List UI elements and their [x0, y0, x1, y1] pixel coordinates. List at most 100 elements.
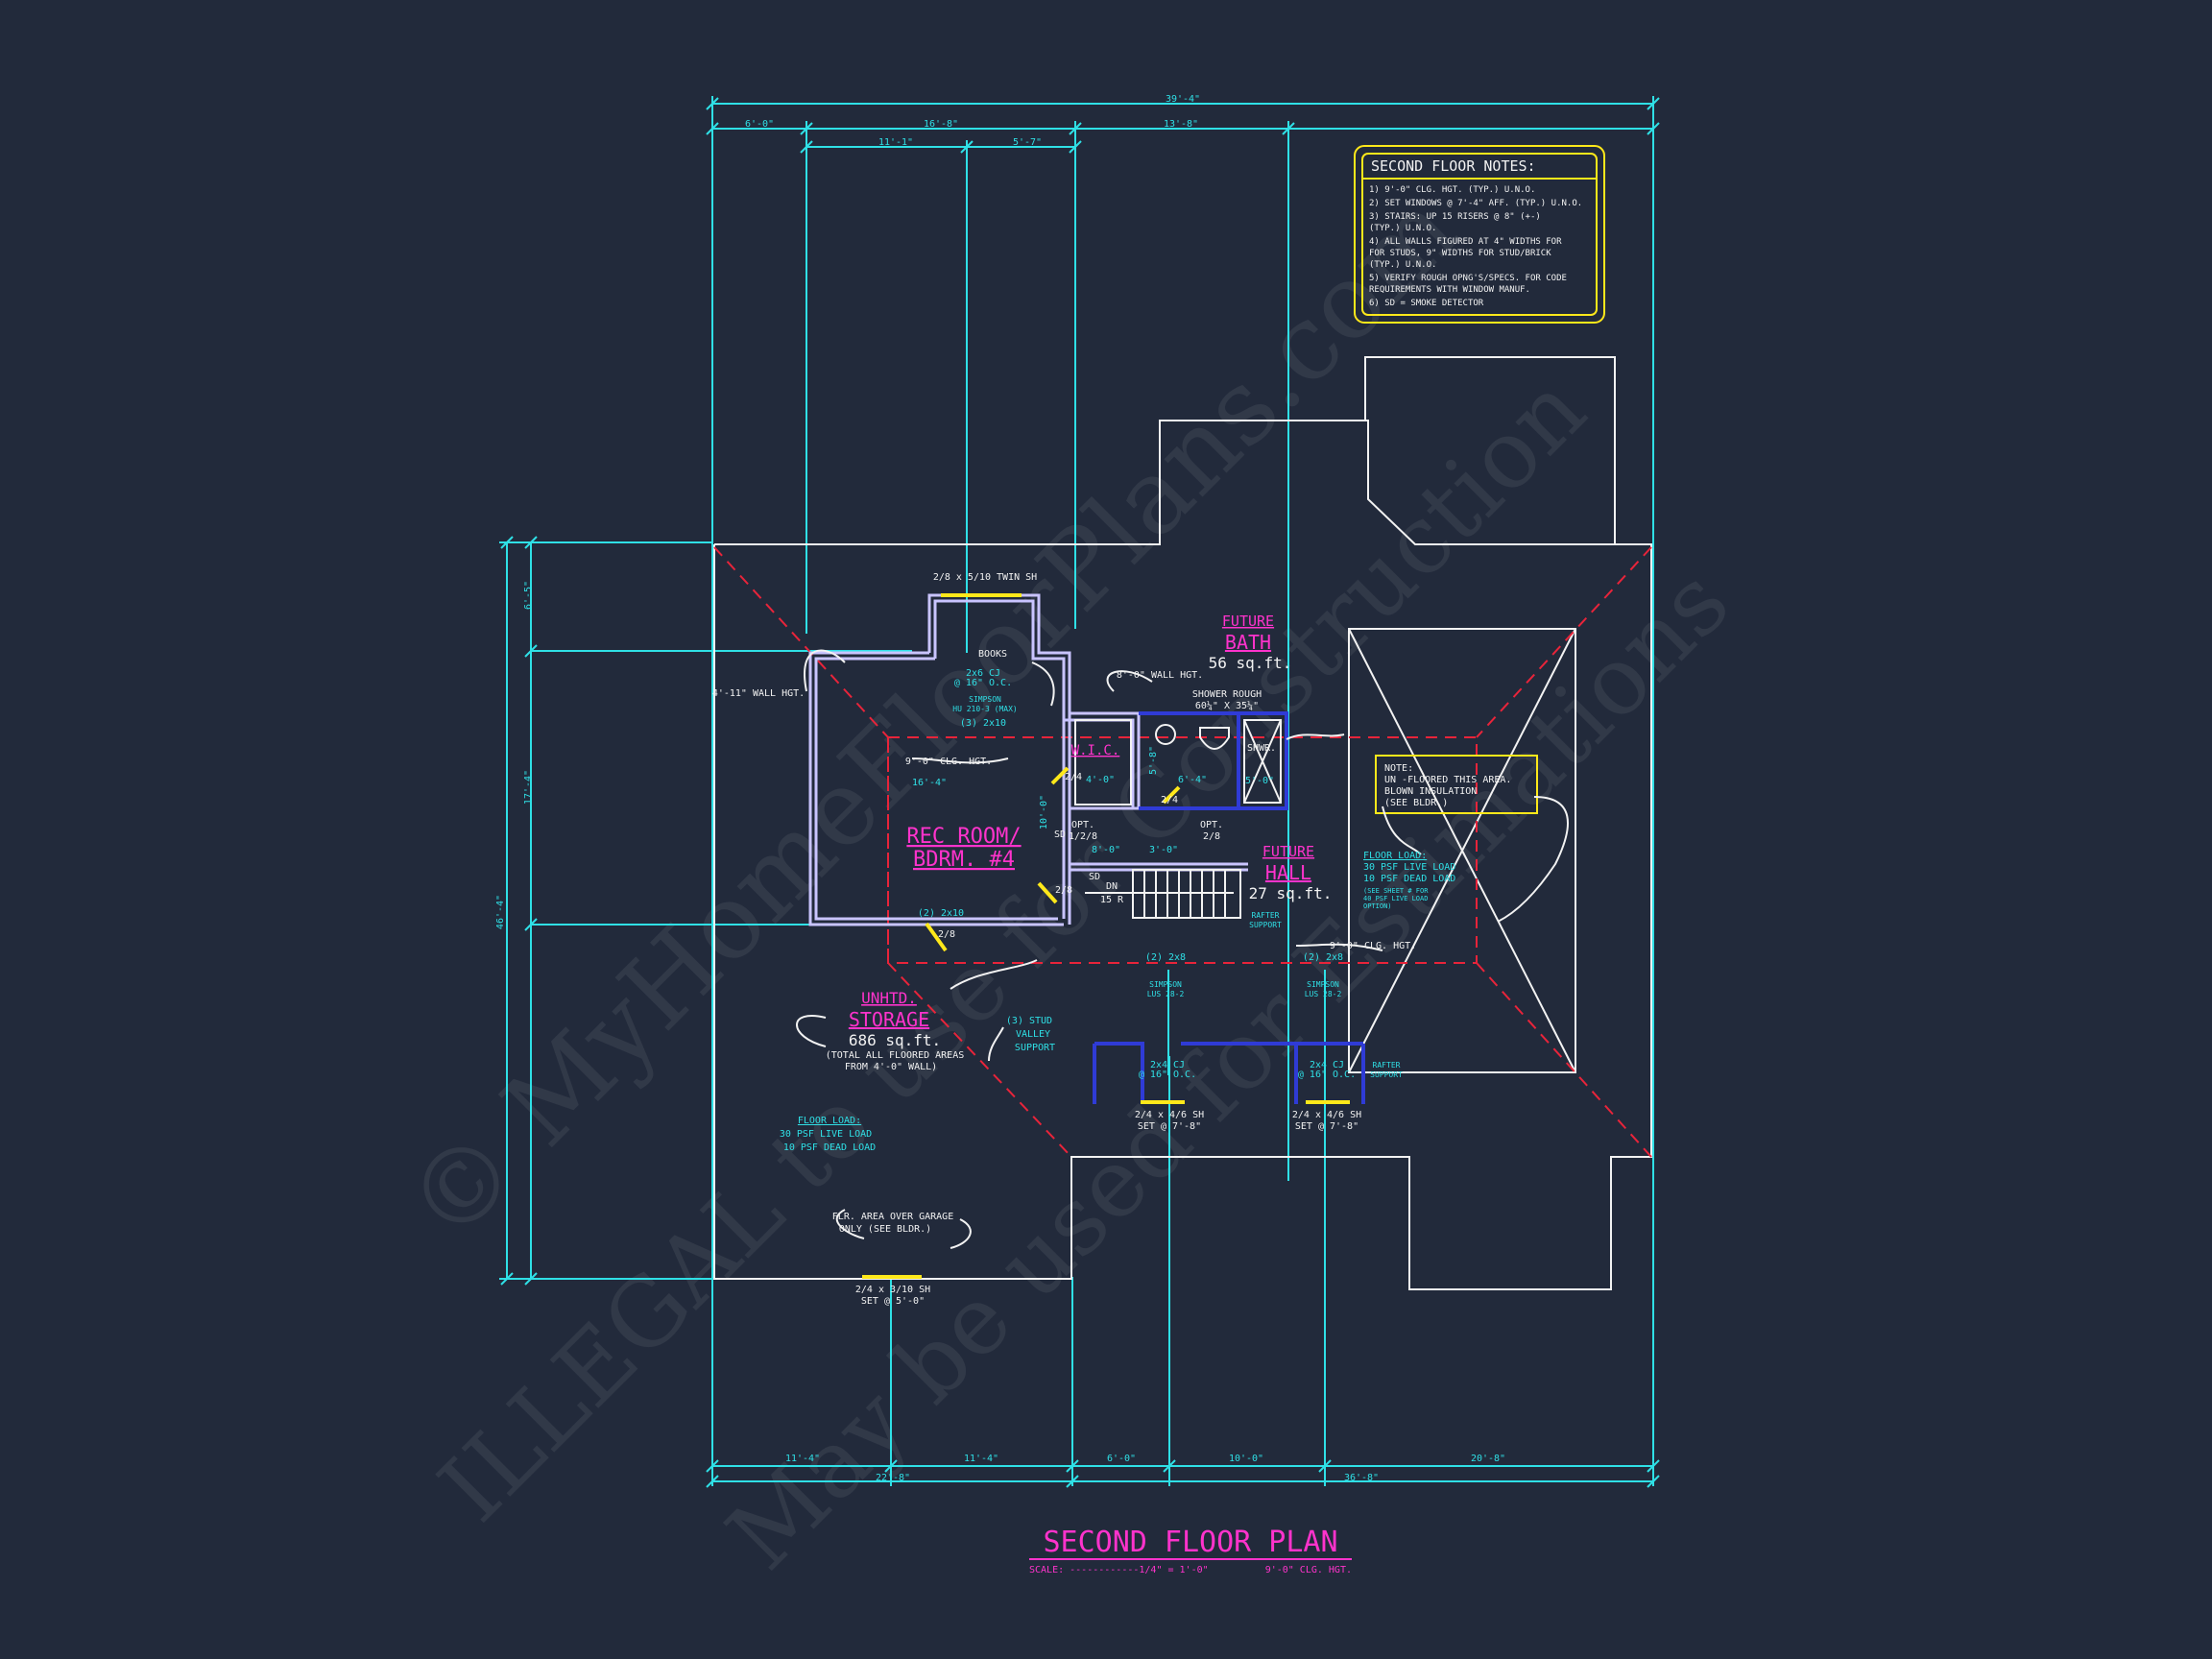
- bath-area: 56 sq.ft.: [1209, 654, 1292, 672]
- title-block: SECOND FLOOR PLAN SCALE: ------------1/4…: [1029, 1526, 1352, 1575]
- note-item: (TYP.) U.N.O.: [1369, 260, 1436, 270]
- clg-rec-label: 9'-0" CLG. HGT.: [905, 757, 992, 767]
- dim-left-b: 17'-4": [523, 770, 534, 805]
- sd-label-1: SD: [1054, 830, 1066, 840]
- room-labels: REC ROOM/ BDRM. #4 FUTURE BATH 56 sq.ft.…: [826, 613, 1333, 1072]
- door-24b: 2/4: [1161, 795, 1178, 805]
- rafter-label-2: RAFTER: [1373, 1061, 1401, 1070]
- window-label-1: 2/4 x 4/6 SH: [1135, 1110, 1204, 1120]
- hall-name-1: FUTURE: [1262, 843, 1314, 860]
- storage-area: 686 sq.ft.: [849, 1031, 941, 1049]
- floor-load-right-5: OPTION): [1363, 902, 1392, 910]
- window-label-2b: SET @ 7'-8": [1295, 1121, 1358, 1132]
- dim-8-0: 8'-0": [1092, 845, 1120, 855]
- stud-label-2: VALLEY: [1016, 1029, 1050, 1040]
- wic-label: W.I.C.: [1071, 743, 1120, 758]
- dim-16-4: 16'-4": [912, 778, 947, 788]
- dim-top-d: 11'-1": [878, 137, 913, 148]
- window-twin-label: 2/8 x 5/10 TWIN SH: [933, 572, 1037, 583]
- note-item: 2) SET WINDOWS @ 7'-4" AFF. (TYP.) U.N.O…: [1369, 199, 1582, 208]
- note-box-outline: [1375, 755, 1538, 814]
- storage-note-1: (TOTAL ALL FLOORED AREAS: [826, 1050, 965, 1061]
- rec-room-name-1: REC ROOM/: [906, 825, 1021, 849]
- dim-4-0: 4'-0": [1086, 775, 1115, 785]
- note-item: REQUIREMENTS WITH WINDOW MANUF.: [1369, 285, 1530, 295]
- rec-room-name-2: BDRM. #4: [913, 848, 1015, 872]
- bath-name-1: FUTURE: [1222, 613, 1274, 630]
- simpson-label-2b: LUS 28-2: [1147, 990, 1185, 998]
- wall-hgt-bath: 8'-0" WALL HGT.: [1117, 670, 1203, 681]
- openings: [862, 593, 1350, 1279]
- garage-note-2: ONLY (SEE BLDR.): [839, 1224, 931, 1235]
- hall-area: 27 sq.ft.: [1249, 884, 1333, 902]
- dim-top-e: 5'-7": [1013, 137, 1042, 148]
- opt-label-1b: 1/2/8: [1069, 831, 1097, 842]
- dim-6-4: 6'-4": [1178, 775, 1207, 785]
- window-label-1b: SET @ 7'-8": [1138, 1121, 1201, 1132]
- dim-top-b: 16'-8": [924, 119, 958, 130]
- risers-label: 15 R: [1100, 895, 1124, 905]
- ceiling-label: 9'-0" CLG. HGT.: [1265, 1565, 1352, 1575]
- window-label-2: 2/4 x 4/6 SH: [1292, 1110, 1361, 1120]
- opt-label-1: OPT.: [1071, 820, 1094, 830]
- books-label: BOOKS: [978, 649, 1007, 660]
- dim-bot-right-total: 36'-8": [1344, 1473, 1379, 1483]
- door-24a: 2/4: [1065, 772, 1082, 782]
- dim-bot-left-total: 22'-8": [876, 1473, 910, 1483]
- dimension-lines: [499, 96, 1654, 1486]
- note-item: 6) SD = SMOKE DETECTOR: [1369, 299, 1484, 308]
- cj-label-2: 2x4 CJ: [1150, 1060, 1185, 1070]
- dim-10-0v: 10'-0": [1039, 795, 1049, 830]
- stairs: [1085, 869, 1241, 919]
- header-3-2x10: (3) 2x10: [960, 718, 1006, 729]
- note-line-1: UN -FLOORED THIS AREA.: [1384, 775, 1511, 785]
- note-item: 5) VERIFY ROUGH OPNG'S/SPECS. FOR CODE: [1369, 274, 1567, 283]
- opt-label-2: OPT.: [1200, 820, 1223, 830]
- hall-name-2: HALL: [1265, 861, 1311, 884]
- note-item: 3) STAIRS: UP 15 RISERS @ 8" (+-): [1369, 212, 1541, 222]
- stud-label-3: SUPPORT: [1015, 1043, 1055, 1053]
- dim-left-total: 46'-4": [495, 895, 506, 929]
- dim-5-0: 5'-0": [1245, 776, 1274, 786]
- scale-label: SCALE: ------------1/4" = 1'-0": [1029, 1565, 1209, 1575]
- floor-load-right-1: 30 PSF LIVE LOAD: [1363, 862, 1455, 873]
- window-label-3b: SET @ 5'-0": [861, 1296, 925, 1307]
- rafter-label-2b: SUPPORT: [1370, 1070, 1403, 1079]
- cj-label-3: 2x4 CJ: [1310, 1060, 1344, 1070]
- dim-bot-c: 6'-0": [1107, 1454, 1136, 1464]
- note-item: (TYP.) U.N.O.: [1369, 224, 1436, 233]
- shwr-label: SHWR.: [1247, 743, 1276, 754]
- wall-hgt-left: 4'-11" WALL HGT.: [712, 688, 805, 699]
- dim-bot-b: 11'-4": [964, 1454, 998, 1464]
- floor-load-right-title: FLOOR LOAD:: [1363, 851, 1427, 861]
- garage-note-1: FLR. AREA OVER GARAGE: [832, 1212, 953, 1222]
- annotations: 2/8 x 5/10 TWIN SH BOOKS 2x6 CJ @ 16" O.…: [712, 572, 1512, 1307]
- dimension-labels: 39'-4" 6'-0" 16'-8" 13'-8" 11'-1" 5'-7" …: [495, 94, 1505, 1483]
- storage-name-1: UNHTD.: [861, 989, 917, 1007]
- roof-outline: [713, 356, 1652, 1290]
- door-28b: 2/8: [938, 929, 955, 940]
- note-title: NOTE:: [1384, 763, 1413, 774]
- header-2-2x10: (2) 2x10: [918, 908, 964, 919]
- bath-walls: [1093, 711, 1365, 1104]
- watermark-line-2: ILLEGAL to use for Construction: [419, 355, 1606, 1543]
- storage-note-2: FROM 4'-0" WALL): [845, 1062, 937, 1072]
- dim-bot-d: 10'-0": [1229, 1454, 1263, 1464]
- note-item: 1) 9'-0" CLG. HGT. (TYP.) U.N.O.: [1369, 185, 1535, 195]
- floor-load-right-2: 10 PSF DEAD LOAD: [1363, 874, 1455, 884]
- dim-top-a: 6'-0": [745, 119, 774, 130]
- dim-bot-e: 20'-8": [1471, 1454, 1505, 1464]
- floor-load-left-2: 10 PSF DEAD LOAD: [783, 1142, 876, 1153]
- dim-5-8v: 5'-8": [1148, 746, 1159, 775]
- floor-load-left-1: 30 PSF LIVE LOAD: [780, 1129, 872, 1140]
- shower-label-2: 60¼" X 35¼": [1195, 700, 1259, 711]
- dim-3-0: 3'-0": [1149, 845, 1178, 855]
- simpson-label-1: SIMPSON: [969, 695, 1001, 704]
- storage-name-2: STORAGE: [849, 1008, 929, 1031]
- rafter-label-1b: SUPPORT: [1249, 921, 1282, 929]
- rafter-label-1: RAFTER: [1252, 911, 1280, 920]
- window-label-3: 2/4 x 3/10 SH: [855, 1285, 930, 1295]
- door-28a: 2/8: [1055, 885, 1072, 896]
- cj-label-2b: @ 16" O.C.: [1139, 1070, 1196, 1080]
- floor-load-right-3: (SEE SHEET # FOR: [1363, 887, 1429, 895]
